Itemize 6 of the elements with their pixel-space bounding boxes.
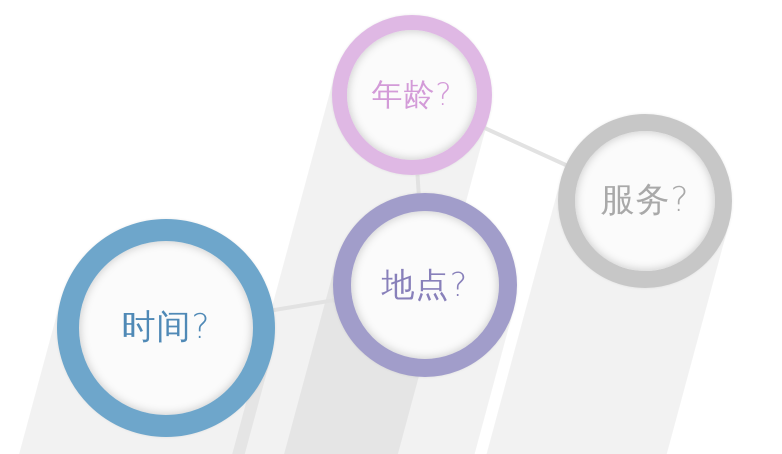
node-label: 地点? — [382, 266, 468, 304]
connector-line — [416, 174, 421, 194]
node-label: 服务? — [600, 182, 690, 220]
node-label: 年龄? — [371, 78, 453, 112]
node-label: 时间? — [121, 309, 211, 347]
connector-line — [484, 126, 567, 167]
